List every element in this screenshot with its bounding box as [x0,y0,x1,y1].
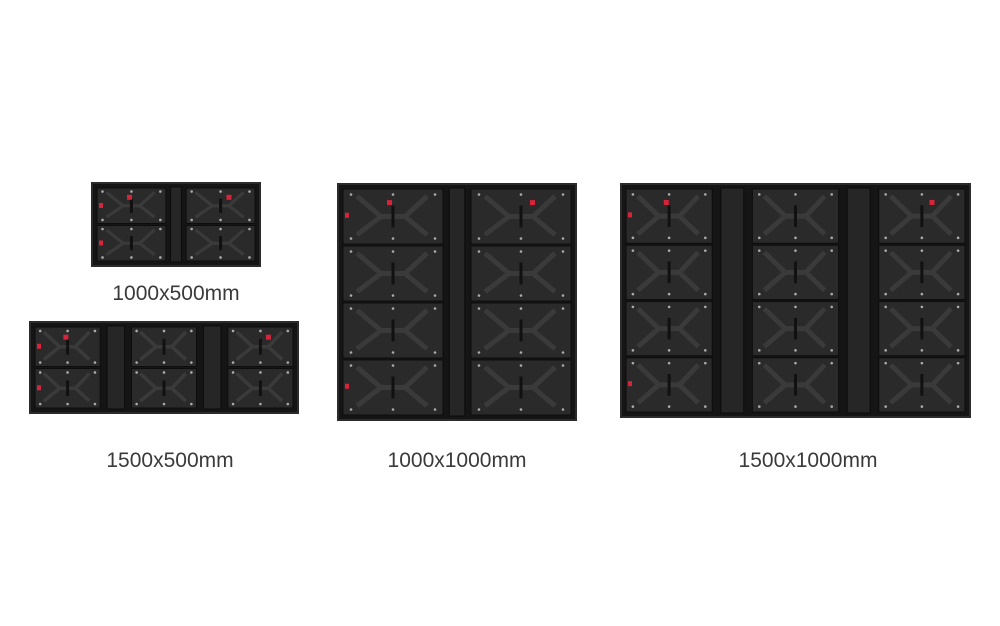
cabinet-label-1500x500: 1500x500mm [106,449,234,472]
cabinet-label-1000x500: 1000x500mm [112,282,240,305]
lock-handle-icon [99,202,103,208]
cabinet-1000x1000 [337,183,577,421]
cabinet-back-view [342,187,572,417]
cabinet-spine [106,325,126,410]
cabinet-spine [202,325,222,410]
cabinet-spine [720,187,745,414]
lock-handle-icon [126,194,132,200]
lock-handle-icon [226,194,232,200]
lock-handle-icon [387,200,393,206]
lock-handle-icon [345,383,349,389]
cabinet-1000x500 [91,182,261,267]
lock-handle-icon [628,381,632,387]
lock-handle-icon [628,212,632,218]
cabinet-spine [846,187,871,414]
lock-handle-icon [529,200,535,206]
cabinet-label-1000x1000: 1000x1000mm [387,449,527,472]
lock-handle-icon [345,212,349,218]
cabinet-1500x500 [29,321,299,414]
lock-handle-icon [99,240,103,246]
cabinet-1500x1000 [620,183,971,418]
lock-handle-icon [37,385,41,391]
cabinet-label-1500x1000: 1500x1000mm [738,449,878,472]
cabinet-spine [170,186,182,263]
cabinet-back-view [34,325,294,410]
cabinet-back-view [625,187,966,414]
lock-handle-icon [929,199,935,205]
lock-handle-icon [265,334,271,340]
lock-handle-icon [37,343,41,349]
lock-handle-icon [663,199,669,205]
lock-handle-icon [63,334,69,340]
cabinet-spine [448,187,466,417]
cabinet-back-view [96,186,256,263]
